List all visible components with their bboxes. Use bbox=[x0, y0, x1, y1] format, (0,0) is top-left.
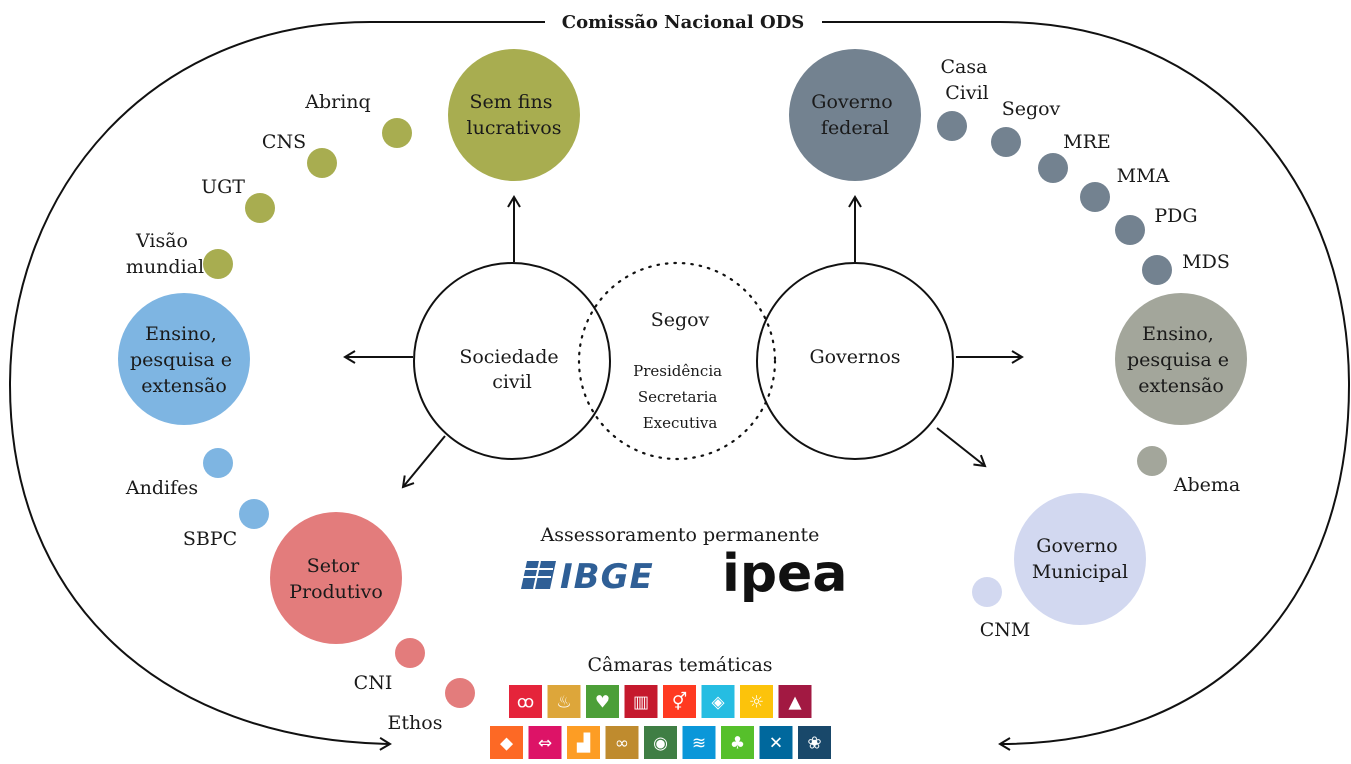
camaras-title: Câmaras temáticas bbox=[587, 654, 772, 676]
sdg-tile-16: ✕ bbox=[759, 726, 793, 759]
energy-icon: ☼ bbox=[749, 693, 764, 713]
visao-dot bbox=[203, 249, 233, 279]
governos-circle bbox=[756, 262, 954, 460]
sdg-tile-7: ☼ bbox=[740, 685, 773, 718]
abrinq-label: Abrinq bbox=[304, 91, 370, 113]
governo-federal-bubble: Governo federal bbox=[789, 49, 921, 181]
arrow-to-setor-produtivo bbox=[401, 435, 446, 489]
sbpc-label: SBPC bbox=[183, 528, 237, 550]
svg-text:Sem fins lucrativos: Sem fins lucrativos bbox=[467, 91, 562, 139]
sdg-tile-15: ♣ bbox=[721, 726, 754, 759]
health-icon: ♥ bbox=[595, 693, 610, 713]
visao-label: Visão mundial bbox=[126, 230, 204, 278]
cities-icon: ▟ bbox=[576, 732, 591, 754]
ipea-logo: ipea bbox=[722, 544, 847, 604]
cns-dot bbox=[307, 148, 337, 178]
sem-fins-bubble: Sem fins lucrativos bbox=[448, 49, 580, 181]
consumption-icon: ∞ bbox=[615, 734, 629, 754]
svg-text:Ensino, pesquisa e: Ensino, pesquisa e extensão bbox=[130, 323, 238, 397]
water-icon: ◈ bbox=[711, 693, 725, 713]
partnership-icon: ❀ bbox=[807, 734, 821, 754]
svg-text:Setor Produtivo: Setor Produtivo bbox=[289, 555, 383, 603]
svg-text:Governo federal: Governo federal bbox=[811, 91, 898, 139]
sociedade-civil-circle bbox=[413, 262, 611, 460]
gender-equality-icon: ⚥ bbox=[672, 692, 687, 713]
andifes-label: Andifes bbox=[125, 477, 198, 499]
sociedade-civil-label: Sociedade civil bbox=[459, 346, 564, 393]
sdg-tile-11: ▟ bbox=[567, 726, 600, 759]
casa-civil-label: Casa Civil bbox=[941, 56, 994, 104]
governos-label: Governos bbox=[809, 346, 900, 368]
cni-label: CNI bbox=[354, 672, 393, 694]
segov-roles: Presidência Secretaria Executiva bbox=[633, 362, 727, 432]
dotted-segov-circle bbox=[577, 261, 777, 461]
svg-text:IBGE: IBGE bbox=[560, 557, 654, 597]
sbpc-dot bbox=[239, 499, 269, 529]
ibge-logo: IBGE bbox=[521, 557, 654, 597]
governo-municipal-bubble: Governo Municipal bbox=[1014, 493, 1146, 625]
segov-dot bbox=[991, 127, 1021, 157]
ensino-left-bubble: Ensino, pesquisa e extensão bbox=[118, 293, 250, 425]
sdg-tile-17: ❀ bbox=[798, 726, 831, 759]
sdg-tile-10: ⇔ bbox=[528, 726, 562, 759]
segov-center-label: Segov bbox=[651, 309, 710, 331]
mds-label: MDS bbox=[1182, 251, 1230, 273]
mma-dot bbox=[1080, 182, 1110, 212]
sdg-tile-1: ꝏ bbox=[509, 685, 542, 718]
advisory-title: Assessoramento permanente bbox=[540, 524, 820, 546]
ugt-dot bbox=[245, 193, 275, 223]
setor-produtivo-bubble: Setor Produtivo bbox=[270, 512, 402, 644]
outer-loop-right bbox=[822, 21, 1351, 751]
casa-civil-dot bbox=[937, 111, 967, 141]
ethos-label: Ethos bbox=[388, 712, 443, 734]
svg-text:Governo Municipal: Governo Municipal bbox=[1032, 535, 1128, 583]
education-icon: ▥ bbox=[633, 693, 649, 713]
economic-growth-icon: ▲ bbox=[788, 693, 802, 713]
andifes-dot bbox=[203, 448, 233, 478]
sdg-tile-5: ⚥ bbox=[663, 685, 696, 718]
climate-icon: ◉ bbox=[653, 734, 668, 754]
poverty-icon: ꝏ bbox=[517, 693, 534, 713]
inequality-icon: ⇔ bbox=[538, 734, 552, 754]
outer-loop-left bbox=[8, 21, 545, 751]
pdg-dot bbox=[1115, 215, 1145, 245]
sdg-tile-12: ∞ bbox=[605, 726, 639, 759]
abema-dot bbox=[1137, 446, 1167, 476]
industry-icon: ◆ bbox=[500, 734, 514, 754]
sdg-tiles-grid: ꝏ ♨ ♥ ▥ ⚥ ◈ ☼ ▲ ◆ ⇔ ▟ ∞ ◉ ≋ ♣ ✕ ❀ bbox=[490, 685, 831, 759]
mre-label: MRE bbox=[1063, 131, 1111, 153]
mre-dot bbox=[1038, 153, 1068, 183]
cni-dot bbox=[395, 638, 425, 668]
cnm-label: CNM bbox=[980, 619, 1031, 641]
sdg-tile-6: ◈ bbox=[701, 685, 735, 718]
peace-icon: ✕ bbox=[769, 734, 783, 754]
ugt-label: UGT bbox=[201, 176, 245, 198]
arrow-to-governo-municipal bbox=[936, 427, 987, 468]
cnm-dot bbox=[972, 577, 1002, 607]
mds-dot bbox=[1142, 255, 1172, 285]
cns-label: CNS bbox=[262, 131, 306, 153]
sdg-tile-3: ♥ bbox=[586, 685, 619, 718]
mma-label: MMA bbox=[1117, 165, 1170, 187]
zero-hunger-icon: ♨ bbox=[556, 693, 571, 713]
sdg-tile-4: ▥ bbox=[624, 685, 658, 718]
abrinq-dot bbox=[382, 118, 412, 148]
segov-label: Segov bbox=[1002, 98, 1061, 120]
sdg-tile-14: ≋ bbox=[682, 726, 716, 759]
abema-label: Abema bbox=[1173, 474, 1240, 496]
land-icon: ♣ bbox=[730, 734, 745, 754]
sdg-tile-9: ◆ bbox=[490, 726, 523, 759]
diagram-title: Comissão Nacional ODS bbox=[562, 12, 804, 33]
ocean-icon: ≋ bbox=[692, 734, 706, 754]
ensino-right-bubble: Ensino, pesquisa e extensão bbox=[1115, 293, 1247, 425]
sdg-tile-13: ◉ bbox=[644, 726, 677, 759]
svg-text:Ensino, pesquisa e: Ensino, pesquisa e extensão bbox=[1127, 323, 1235, 397]
pdg-label: PDG bbox=[1154, 205, 1197, 227]
ethos-dot bbox=[445, 678, 475, 708]
sdg-tile-2: ♨ bbox=[547, 685, 581, 718]
sdg-tile-8: ▲ bbox=[778, 685, 812, 718]
